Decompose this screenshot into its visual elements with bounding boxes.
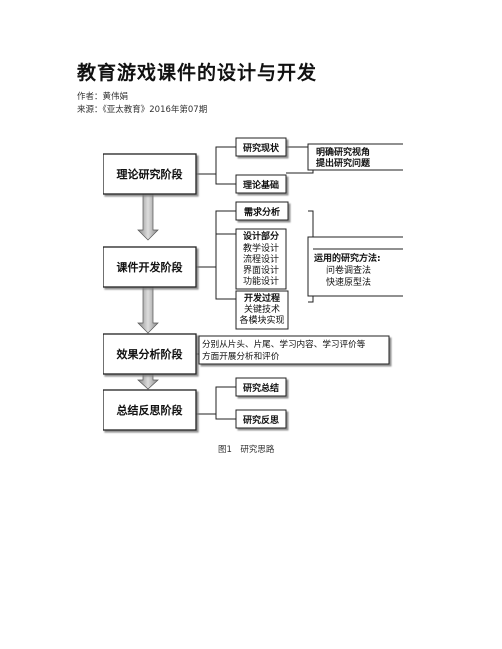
source-label: 来源： xyxy=(77,105,103,115)
dev-design-heading: 设计部分 xyxy=(243,230,279,242)
theory-item-basis: 理论基础 xyxy=(243,179,279,191)
summary-item-conclusion: 研究总结 xyxy=(243,382,279,394)
analysis-desc-line2: 方面开展分析和评价 xyxy=(202,350,280,362)
analysis-desc-line1: 分别从片头、片尾、学习内容、学习评价等 xyxy=(202,338,366,350)
author-label: 作者： xyxy=(77,92,103,102)
arrow-down xyxy=(137,286,159,334)
dev-needs-analysis: 需求分析 xyxy=(244,206,280,218)
page-title: 教育游戏课件的设计与开发 xyxy=(77,62,318,84)
source-line: 来源：《亚太教育》2016年第07期 xyxy=(77,103,207,115)
analysis-description-box: 分别从片头、片尾、学习内容、学习评价等 方面开展分析和评价 xyxy=(198,335,390,365)
dev-design-interface: 界面设计 xyxy=(243,264,279,276)
summary-item-reflection: 研究反思 xyxy=(243,414,279,426)
dev-design-teaching: 教学设计 xyxy=(243,242,279,254)
theory-item-status: 研究现状 xyxy=(243,142,280,154)
development-items: 需求分析 设计部分 教学设计 流程设计 界面设计 功能设计 开发过程 关键技术 … xyxy=(235,201,289,330)
stage-boxes: 理论研究阶段 课件开发阶段 效果分析阶段 总结反思阶段 xyxy=(103,153,197,431)
arrow-down xyxy=(137,193,159,241)
stage-arrows xyxy=(137,193,159,390)
stage-development: 课件开发阶段 xyxy=(117,260,183,274)
research-flow-diagram: 理论研究阶段 课件开发阶段 效果分析阶段 总结反思阶段 研究现状 理论基础 明确… xyxy=(103,137,403,431)
summary-items: 研究总结 研究反思 xyxy=(235,377,287,429)
theory-items: 研究现状 理论基础 xyxy=(235,137,287,194)
stage-analysis: 效果分析阶段 xyxy=(117,347,183,361)
methods-box: 运用的研究方法: 问卷调查法 快速原型法 xyxy=(307,236,403,297)
dev-process-modules: 各模块实现 xyxy=(239,314,284,326)
method-survey: 问卷调查法 xyxy=(326,264,371,276)
author-line: 作者：黄伟娟 xyxy=(77,90,128,102)
method-prototype: 快速原型法 xyxy=(326,276,371,288)
arrow-down xyxy=(137,373,159,390)
dev-design-flow: 流程设计 xyxy=(243,253,279,265)
stage-summary: 总结反思阶段 xyxy=(117,403,183,417)
stage-theory: 理论研究阶段 xyxy=(117,167,183,181)
goal-perspective: 明确研究视角 xyxy=(316,146,370,158)
figure-caption: 图1 研究思路 xyxy=(218,445,275,455)
author-name: 黄伟娟 xyxy=(102,92,129,102)
dev-process-tech: 关键技术 xyxy=(244,303,280,315)
goal-question: 提出研究问题 xyxy=(316,157,371,169)
source-name: 《亚太教育》2016年第07期 xyxy=(102,105,208,115)
methods-heading: 运用的研究方法: xyxy=(314,252,381,264)
dev-design-function: 功能设计 xyxy=(243,275,279,287)
dev-process-heading: 开发过程 xyxy=(244,292,280,304)
theory-goals-box: 明确研究视角 提出研究问题 xyxy=(307,143,403,171)
